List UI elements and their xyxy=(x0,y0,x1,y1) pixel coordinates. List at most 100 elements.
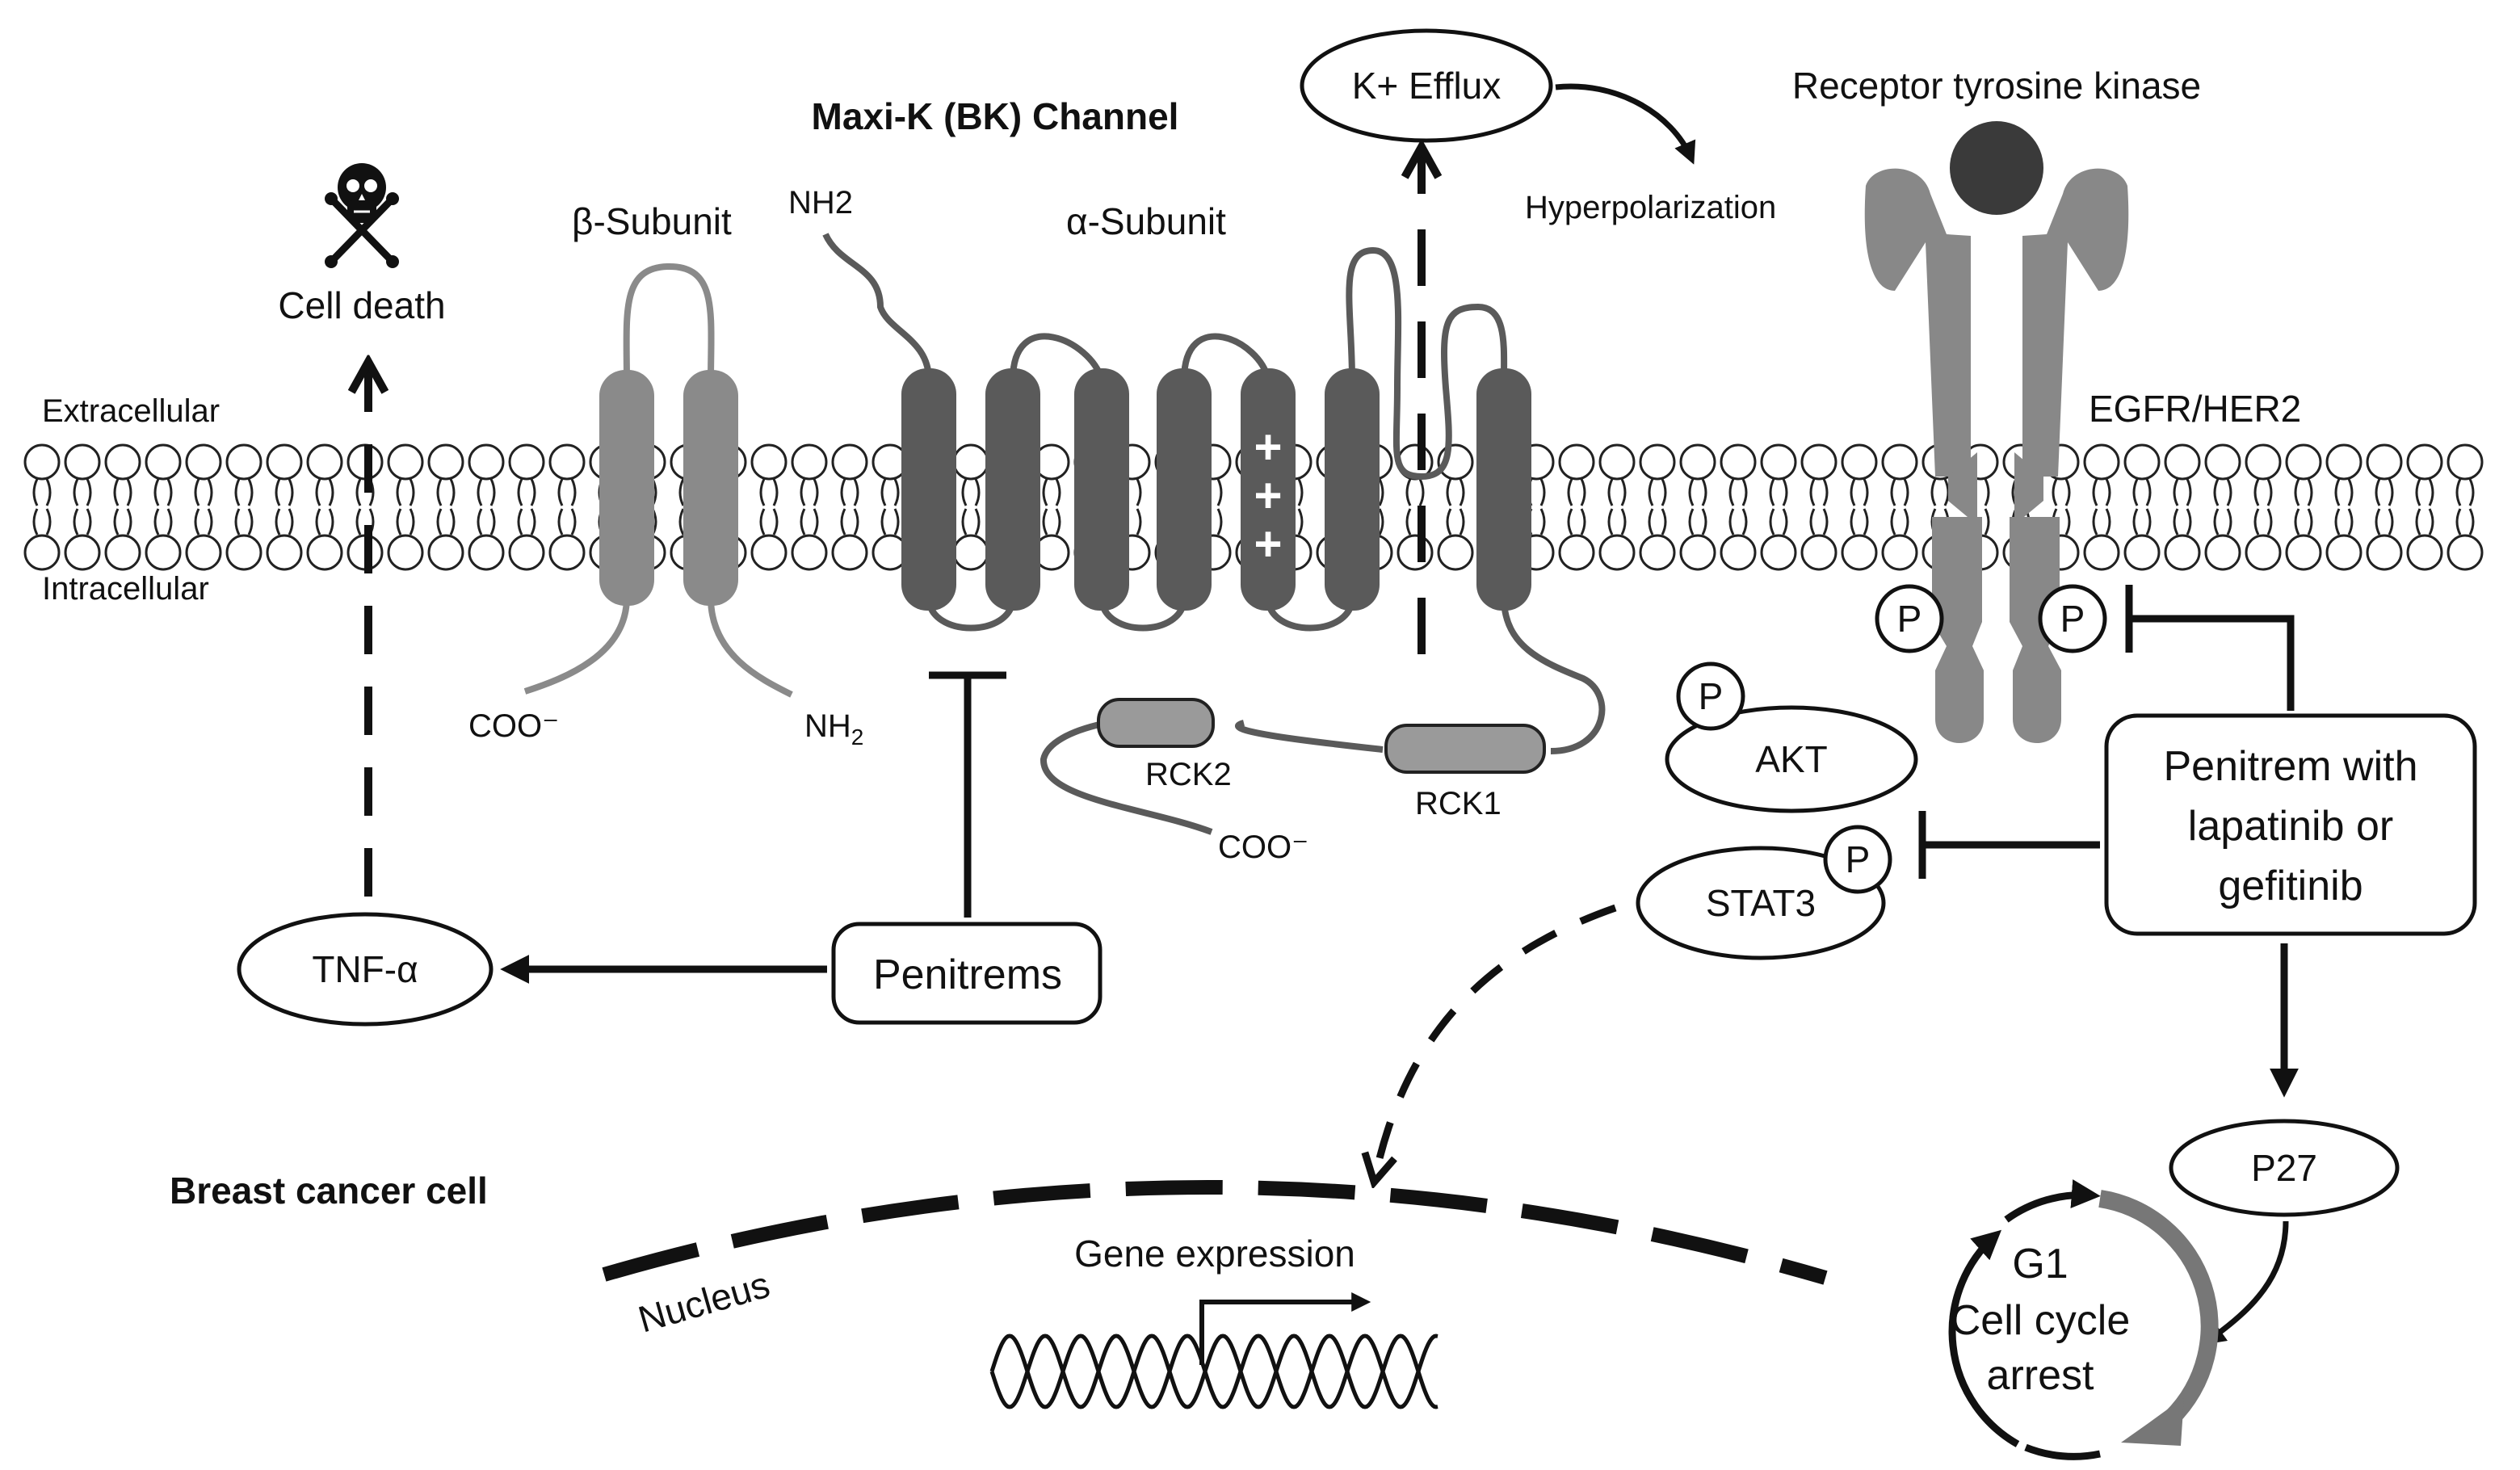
lipid-head xyxy=(2285,534,2322,571)
alpha-helix-s2 xyxy=(1074,368,1129,611)
lipid-tail xyxy=(477,508,496,536)
akt-phospho xyxy=(1676,662,1745,731)
lipid-tail xyxy=(840,508,859,536)
nuclear-envelope xyxy=(602,1180,1828,1285)
lipid-head xyxy=(2245,534,2282,571)
lipid-tail xyxy=(73,508,92,536)
beta-helix-2 xyxy=(683,370,738,606)
lipid-head xyxy=(2406,534,2443,571)
lipid-head xyxy=(2204,443,2241,481)
lipid-tail xyxy=(396,508,415,536)
lipid-head xyxy=(952,534,989,571)
lipid-tail xyxy=(234,478,254,506)
dna-helix-icon xyxy=(989,1334,1438,1409)
lipid-head xyxy=(145,534,182,571)
nucleus-label: Nucleus xyxy=(633,1263,774,1341)
lipid-head xyxy=(225,443,262,481)
rck2-label: RCK2 xyxy=(1145,757,1232,792)
lipid-tail xyxy=(32,508,52,536)
intracellular-label: Intracellular xyxy=(42,571,209,607)
lipid-tail xyxy=(153,478,173,506)
lipid-head xyxy=(185,443,222,481)
arrest-label: arrest xyxy=(1987,1352,2094,1399)
penitrems-label: Penitrems xyxy=(873,951,1062,998)
lipid-head xyxy=(427,534,464,571)
lipid-head xyxy=(468,534,505,571)
lipid-tail xyxy=(1769,508,1788,536)
lipid-head xyxy=(2446,443,2484,481)
hyperpolarization-label: Hyperpolarization xyxy=(1525,190,1776,225)
lipid-head xyxy=(1396,534,1434,571)
lipid-head xyxy=(831,443,868,481)
lipid-tail xyxy=(759,508,779,536)
lipid-head xyxy=(1720,534,1757,571)
lipid-head xyxy=(2406,443,2443,481)
alpha-helix-s5 xyxy=(1325,368,1380,611)
lipid-head xyxy=(387,443,424,481)
lipid-tail xyxy=(880,508,900,536)
penitrem-combo-box xyxy=(2104,713,2477,936)
k-efflux-to-hyperpolarization-arrow xyxy=(1555,83,1696,165)
lipid-tail xyxy=(1607,478,1627,506)
lipid-tail xyxy=(2294,478,2313,506)
lipid-head xyxy=(548,443,586,481)
alpha-subunit-label: α-Subunit xyxy=(1066,200,1226,242)
dna-strand xyxy=(989,1334,1438,1409)
lipid-tail xyxy=(1567,478,1586,506)
stat3-phospho-label: P xyxy=(1846,838,1871,880)
plus-charge-3: + xyxy=(1254,517,1282,571)
lipid-tail xyxy=(73,478,92,506)
lipid-head xyxy=(1800,534,1838,571)
lipid-head xyxy=(1800,443,1838,481)
akt-phospho-label: P xyxy=(1699,675,1724,717)
lipid-head xyxy=(2245,443,2282,481)
lipid-tail xyxy=(113,478,132,506)
lipid-tail xyxy=(2455,508,2475,536)
lipid-tail xyxy=(2375,478,2394,506)
alpha-helix-s1 xyxy=(985,368,1040,611)
lipid-tail xyxy=(2132,478,2152,506)
rck1-domain xyxy=(1384,724,1546,774)
lipid-head xyxy=(2123,534,2161,571)
lipid-tail xyxy=(436,478,456,506)
lipid-head xyxy=(508,443,545,481)
rck1-label: RCK1 xyxy=(1415,786,1502,821)
stat3-phospho xyxy=(1823,825,1892,894)
lipid-head xyxy=(1679,443,1716,481)
lipid-head xyxy=(1437,534,1474,571)
lipid-tail xyxy=(1446,508,1465,536)
beta-coo-label: COO⁻ xyxy=(468,708,559,744)
lipid-tail xyxy=(961,508,981,536)
egfr-her2-label: EGFR/HER2 xyxy=(2089,388,2301,430)
lipid-tail xyxy=(275,478,294,506)
lipid-tail xyxy=(2375,508,2394,536)
penitrem-combo-line1: Penitrem with xyxy=(2164,743,2418,790)
beta-subunit-label: β-Subunit xyxy=(572,200,732,242)
lipid-tail xyxy=(557,508,577,536)
lipid-tail xyxy=(32,478,52,506)
lipid-head xyxy=(185,534,222,571)
plus-charge-2: + xyxy=(1254,468,1282,523)
lipid-head xyxy=(387,534,424,571)
lipid-tail xyxy=(477,478,496,506)
lipid-head xyxy=(1558,443,1595,481)
lipid-head xyxy=(791,443,828,481)
akt-label: AKT xyxy=(1755,738,1827,780)
breast-cancer-cell-label: Breast cancer cell xyxy=(170,1170,488,1212)
lipid-tail xyxy=(1688,478,1707,506)
receptor-phospho-right xyxy=(2038,584,2107,653)
lipid-head xyxy=(548,534,586,571)
lipid-tail xyxy=(1850,478,1869,506)
lipid-head xyxy=(64,534,101,571)
lipid-tail xyxy=(840,478,859,506)
lipid-tail xyxy=(153,508,173,536)
lipid-tail xyxy=(1850,508,1869,536)
stat3-to-nucleus-arrow xyxy=(1375,904,1617,1179)
lipid-head xyxy=(2285,443,2322,481)
lipid-tail xyxy=(1809,508,1829,536)
lipid-head xyxy=(2204,534,2241,571)
lipid-tail xyxy=(1607,508,1627,536)
lipid-head xyxy=(468,443,505,481)
lipid-tail xyxy=(1930,478,1950,506)
p27-to-cell-cycle-arrow xyxy=(2203,1220,2289,1345)
